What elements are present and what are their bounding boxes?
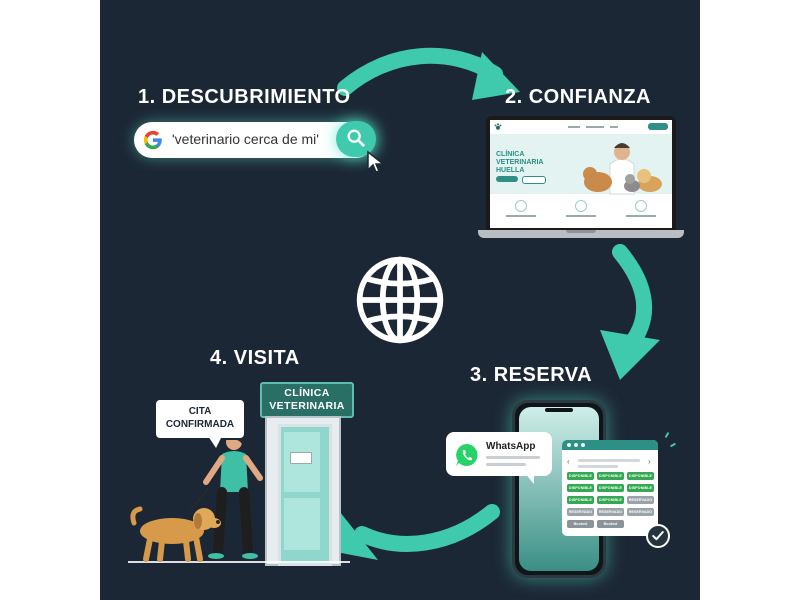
step-title-booking: 3. RESERVA: [470, 364, 593, 386]
dog-icon: [130, 506, 221, 562]
search-input[interactable]: 'veterinario cerca de mi': [172, 131, 319, 147]
search-icon: [347, 129, 365, 147]
feature-item: [556, 200, 606, 217]
hero-title: CLÍNICA VETERINARIA HUELLA: [496, 151, 544, 174]
clinic-sign: CLÍNICA VETERINARIA: [260, 382, 354, 418]
whatsapp-label: WhatsApp: [486, 441, 536, 452]
whatsapp-icon: [456, 444, 478, 466]
check-icon: [652, 531, 664, 541]
message-line: [486, 456, 540, 459]
calendar-slot[interactable]: RESERVADO: [627, 508, 654, 516]
hero-button-secondary[interactable]: [522, 176, 546, 184]
step-title-trust: 2. CONFIANZA: [505, 86, 651, 108]
website-features: [490, 196, 672, 228]
website-nav: [490, 120, 672, 135]
ground-line: [128, 561, 350, 563]
calendar-slot[interactable]: RESERVADO: [567, 508, 594, 516]
calendar-slot[interactable]: RESERVADO: [627, 496, 654, 504]
calendar-slot[interactable]: DISPONIBLE: [627, 472, 654, 480]
window-dot: [574, 443, 578, 447]
clinic-sign-line2: VETERINARIA: [269, 400, 345, 412]
search-bar[interactable]: 'veterinario cerca de mi': [134, 122, 374, 158]
leash: [189, 487, 209, 511]
paw-logo-icon: [494, 123, 502, 130]
bubble-line2: CONFIRMADA: [165, 419, 235, 430]
calendar-prev-icon[interactable]: ‹: [567, 457, 570, 466]
laptop-base: [478, 230, 684, 238]
door-plate: [290, 452, 312, 464]
laptop-screen: CLÍNICA VETERINARIA HUELLA: [486, 116, 676, 230]
calendar-slot[interactable]: Booked: [597, 520, 624, 528]
calendar-slot[interactable]: DISPONIBLE: [597, 472, 624, 480]
feature-item: [616, 200, 666, 217]
calendar-slot[interactable]: DISPONIBLE: [567, 472, 594, 480]
calendar-subtitle-line: [578, 465, 618, 468]
calendar-next-icon[interactable]: ›: [648, 457, 651, 466]
whatsapp-card[interactable]: WhatsApp: [446, 432, 552, 476]
step-title-visit: 4. VISITA: [210, 347, 300, 369]
window-dot: [567, 443, 571, 447]
calendar-slot[interactable]: Booked: [567, 520, 594, 528]
calendar-slot[interactable]: DISPONIBLE: [567, 496, 594, 504]
step-title-discovery: 1. DESCUBRIMIENTO: [138, 86, 351, 108]
google-logo-icon: [143, 130, 162, 150]
confirmed-check-badge: [646, 524, 670, 548]
bubble-line1: CITA: [188, 406, 212, 417]
confirmation-speech-bubble: CITA CONFIRMADA: [154, 398, 246, 440]
nav-link-placeholder[interactable]: [586, 126, 604, 128]
calendar-slot[interactable]: DISPONIBLE: [597, 496, 624, 504]
arrow-icon-2-to-3: [600, 244, 660, 380]
nav-link-placeholder[interactable]: [610, 126, 618, 128]
hero-button-primary[interactable]: [496, 176, 518, 182]
cursor-icon: [367, 150, 386, 173]
clinic-sign-line1: CLÍNICA: [284, 387, 330, 399]
arrow-icon-1-to-2: [337, 47, 520, 100]
feature-item: [496, 200, 546, 217]
globe-icon: [356, 256, 444, 344]
nav-link-placeholder[interactable]: [568, 126, 580, 128]
phone-notch: [545, 408, 573, 412]
calendar-slot[interactable]: RESERVADO: [597, 508, 624, 516]
calendar-header: [562, 440, 658, 450]
search-button[interactable]: [336, 121, 376, 157]
calendar-slot[interactable]: DISPONIBLE: [627, 484, 654, 492]
window-dot: [581, 443, 585, 447]
nav-cta-button[interactable]: [648, 123, 668, 130]
message-line: [486, 463, 526, 466]
laptop-notch: [566, 230, 596, 233]
diagram-panel: 1. DESCUBRIMIENTO 2. CONFIANZA 3. RESERV…: [100, 0, 700, 600]
calendar-title-line: [578, 459, 640, 462]
arrow-icon-3-to-4: [336, 504, 500, 560]
clinic-website[interactable]: CLÍNICA VETERINARIA HUELLA: [490, 120, 672, 228]
website-hero: CLÍNICA VETERINARIA HUELLA: [490, 134, 672, 195]
whatsapp-card-tail: [524, 472, 534, 484]
laptop: CLÍNICA VETERINARIA HUELLA: [478, 116, 684, 240]
vet-with-pets-illustration: [583, 143, 662, 195]
door-glass: [284, 498, 320, 550]
speech-bubble-tail: [208, 436, 222, 448]
calendar-slot[interactable]: DISPONIBLE: [567, 484, 594, 492]
calendar-slot[interactable]: DISPONIBLE: [597, 484, 624, 492]
